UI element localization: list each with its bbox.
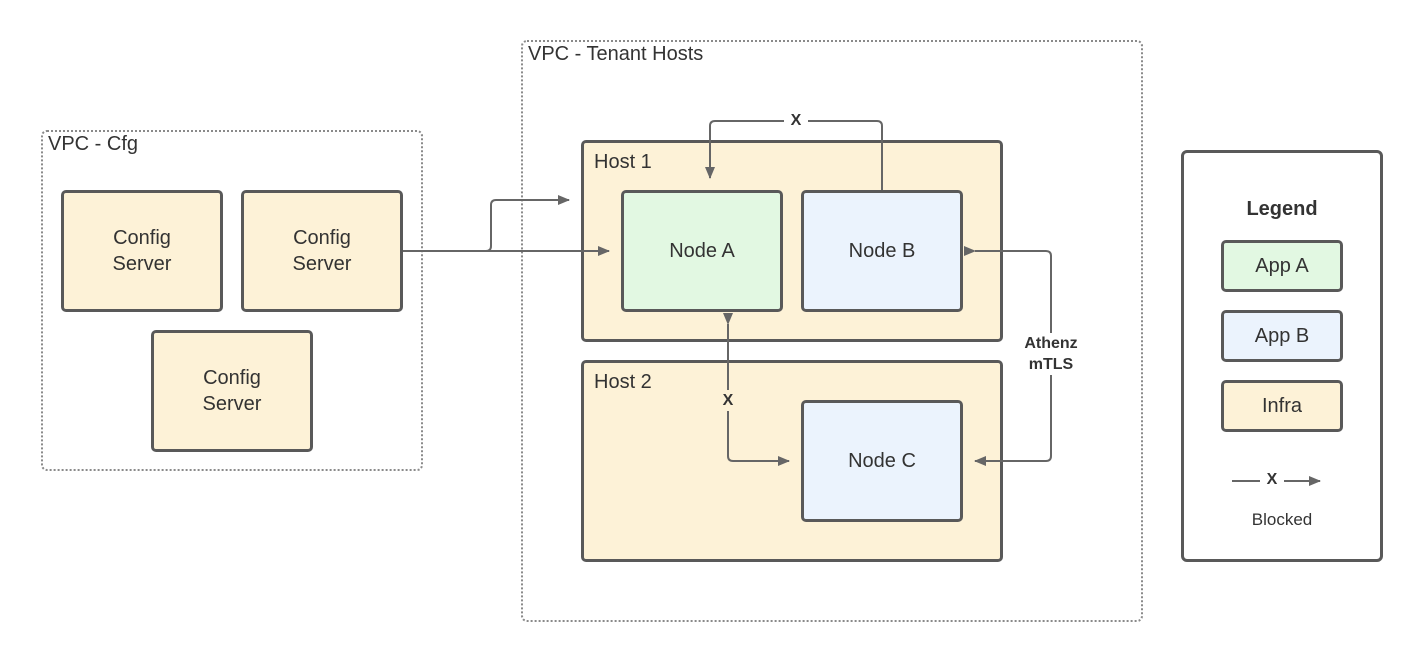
vpc-cfg-label: VPC - Cfg: [48, 133, 139, 155]
node-a-node-c-blocked-marker: X: [716, 390, 740, 411]
athenz-mtls-label: Athenz mTLS: [1011, 333, 1091, 375]
legend-infra: Infra: [1221, 380, 1343, 432]
legend-infra-label: Infra: [1261, 395, 1303, 417]
node-b-label: Node B: [848, 240, 916, 262]
legend-app-a: App A: [1221, 240, 1343, 292]
legend-blocked-label: Blocked: [1251, 510, 1313, 529]
node-c[interactable]: Node C: [801, 400, 963, 522]
legend-blocked-marker: X: [1260, 469, 1284, 490]
legend-app-b-label: App B: [1254, 325, 1310, 347]
host-2-label: Host 2: [594, 371, 652, 393]
node-c-label: Node C: [848, 450, 916, 472]
legend-app-b: App B: [1221, 310, 1343, 362]
node-a-label: Node A: [669, 240, 735, 262]
node-a[interactable]: Node A: [621, 190, 783, 312]
vpc-tenant-label: VPC - Tenant Hosts: [528, 43, 704, 65]
legend-title: Legend: [1246, 198, 1318, 220]
config-server-3[interactable]: Config Server: [151, 330, 313, 452]
config-server-1[interactable]: Config Server: [61, 190, 223, 312]
vpc-cfg-boundary: VPC - Cfg: [41, 130, 423, 471]
host-1-label: Host 1: [594, 151, 652, 173]
config-server-2-label: Config Server: [292, 227, 352, 275]
config-server-3-label: Config Server: [202, 367, 262, 415]
config-server-2[interactable]: Config Server: [241, 190, 403, 312]
node-b-to-node-a-blocked-marker: X: [784, 110, 808, 131]
vpc-tenant-boundary: VPC - Tenant Hosts: [521, 40, 1143, 622]
config-server-1-label: Config Server: [112, 227, 172, 275]
node-b[interactable]: Node B: [801, 190, 963, 312]
legend-app-a-label: App A: [1255, 255, 1309, 277]
